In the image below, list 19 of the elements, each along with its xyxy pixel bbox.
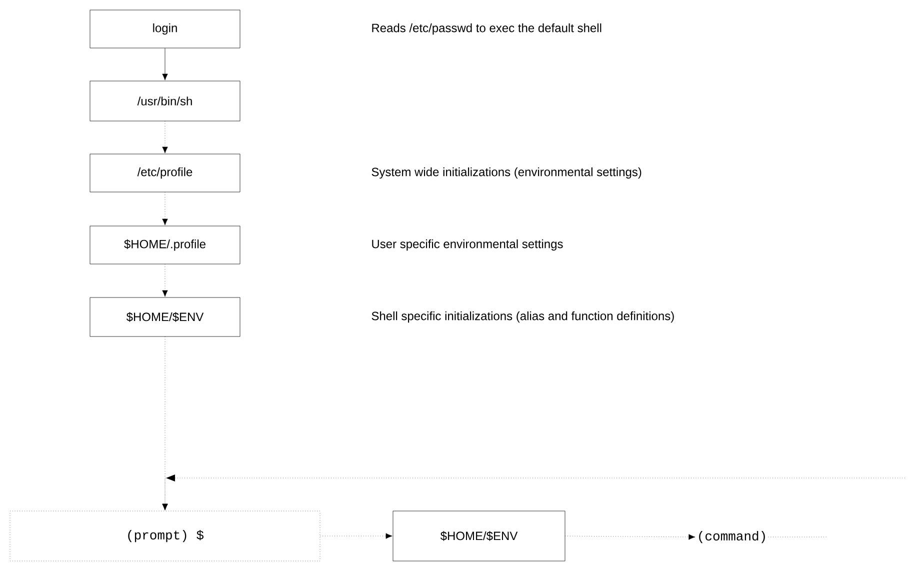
description-text: User specific environmental settings xyxy=(372,239,563,251)
process-box: /usr/bin/sh xyxy=(90,80,240,122)
process-box: $HOME/$ENV xyxy=(90,297,240,337)
command-text: (command) xyxy=(699,530,765,544)
arrow xyxy=(162,192,168,226)
process-box: /etc/profile xyxy=(90,154,240,192)
process-box: $HOME/.profile xyxy=(90,226,240,264)
arrow xyxy=(162,121,168,154)
arrow xyxy=(565,534,696,540)
process-box: login xyxy=(90,10,240,48)
description-text: System wide initializations (environmental settings) xyxy=(372,167,642,179)
arrow xyxy=(162,474,906,510)
arrow xyxy=(162,264,168,297)
process-box: $HOME/$ENV xyxy=(392,510,566,562)
arrow xyxy=(162,48,168,80)
description-text: Reads /etc/passwd to exec the default shell xyxy=(372,23,602,35)
arrow xyxy=(320,533,392,539)
prompt-box: (prompt) $ xyxy=(10,510,320,562)
description-text: Shell specific initializations (alias and function definitions) xyxy=(372,311,674,323)
